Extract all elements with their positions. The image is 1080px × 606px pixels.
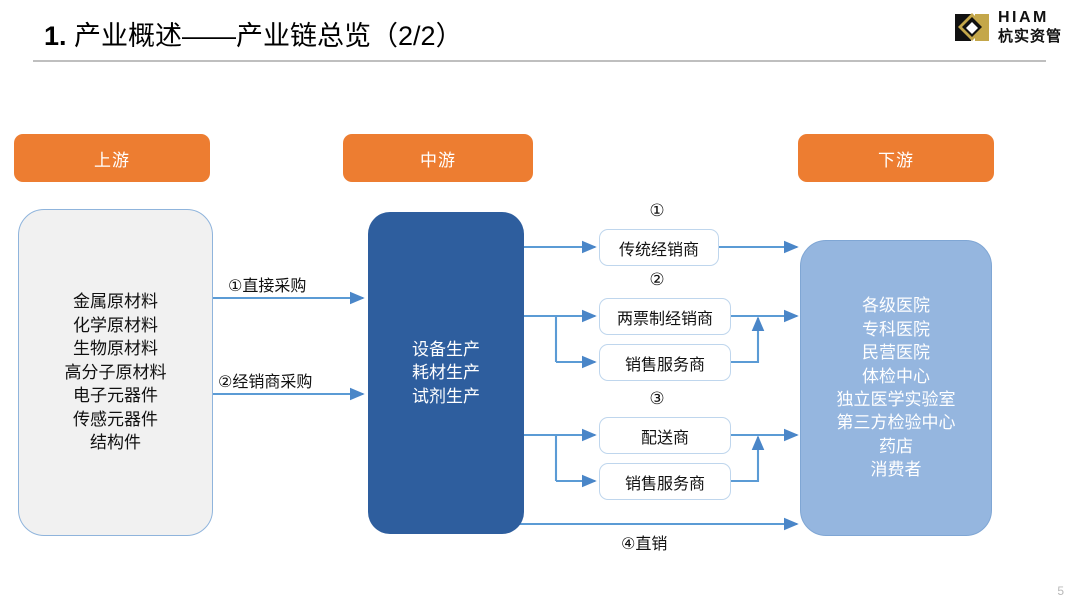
upstream-item-list: 金属原材料 化学原材料 生物原材料 高分子原材料 电子元器件 传感元器件 结构件 <box>65 290 167 454</box>
downstream-item: 消费者 <box>870 460 922 480</box>
channel-group-marker-1: ① <box>649 201 665 220</box>
midstream-item: 设备生产 <box>412 339 480 359</box>
channel-box-sales-service-provider-upper[interactable]: 销售服务商 <box>599 344 731 381</box>
upstream-item: 结构件 <box>90 433 141 453</box>
downstream-item: 第三方检验中心 <box>836 413 956 433</box>
downstream-item: 药店 <box>879 436 913 456</box>
logo-mark-icon <box>954 10 991 44</box>
upstream-item: 化学原材料 <box>73 315 158 335</box>
channel-box-delivery-provider[interactable]: 配送商 <box>599 417 731 454</box>
channel-box-two-invoice-distributor[interactable]: 两票制经销商 <box>599 298 731 335</box>
midstream-item: 试剂生产 <box>412 386 480 406</box>
upstream-item: 金属原材料 <box>73 292 158 312</box>
downstream-item: 独立医学实验室 <box>836 390 956 409</box>
arrow-label-direct-sales: ④直销 <box>621 536 668 553</box>
stage-header-upstream[interactable]: 上游 <box>14 134 210 182</box>
downstream-item: 体检中心 <box>862 366 930 386</box>
downstream-item: 专科医院 <box>862 319 930 339</box>
upstream-item: 电子元器件 <box>73 386 158 406</box>
brand-logo: HIAM 杭实资管 <box>954 9 1062 45</box>
upstream-item: 生物原材料 <box>73 339 158 359</box>
downstream-item: 民营医院 <box>862 343 930 363</box>
channel-group-marker-2: ② <box>649 270 665 289</box>
page-title-text: 产业概述——产业链总览（2/2） <box>66 21 463 51</box>
logo-wordmark: HIAM 杭实资管 <box>997 9 1062 45</box>
channel-box-traditional-distributor[interactable]: 传统经销商 <box>599 229 719 266</box>
page-title-number: 1. <box>44 21 67 51</box>
arrow-label-distributor-procurement: ②经销商采购 <box>218 374 313 391</box>
midstream-item: 耗材生产 <box>412 363 480 383</box>
midstream-box[interactable]: 设备生产 耗材生产 试剂生产 <box>368 212 524 534</box>
downstream-item: 各级医院 <box>862 296 930 316</box>
title-divider <box>33 60 1046 62</box>
downstream-box[interactable]: 各级医院 专科医院 民营医院 体检中心 独立医学实验室 第三方检验中心 药店 消… <box>800 240 992 536</box>
midstream-item-list: 设备生产 耗材生产 试剂生产 <box>412 338 480 408</box>
upstream-item: 传感元器件 <box>73 409 158 429</box>
upstream-item: 高分子原材料 <box>64 362 167 382</box>
logo-text-en: HIAM <box>997 9 1049 26</box>
downstream-item-list: 各级医院 专科医院 民营医院 体检中心 独立医学实验室 第三方检验中心 药店 消… <box>837 294 956 482</box>
channel-box-sales-service-provider-lower[interactable]: 销售服务商 <box>599 463 731 500</box>
page-title: 1. 产业概述——产业链总览（2/2） <box>44 14 463 53</box>
arrow-label-direct-procurement: ①直接采购 <box>228 278 307 295</box>
stage-header-midstream[interactable]: 中游 <box>343 134 533 182</box>
stage-header-downstream[interactable]: 下游 <box>798 134 994 182</box>
channel-group-marker-3: ③ <box>649 389 665 408</box>
upstream-box[interactable]: 金属原材料 化学原材料 生物原材料 高分子原材料 电子元器件 传感元器件 结构件 <box>18 209 213 536</box>
logo-text-cn: 杭实资管 <box>997 28 1062 45</box>
page-number: 5 <box>1057 584 1064 598</box>
